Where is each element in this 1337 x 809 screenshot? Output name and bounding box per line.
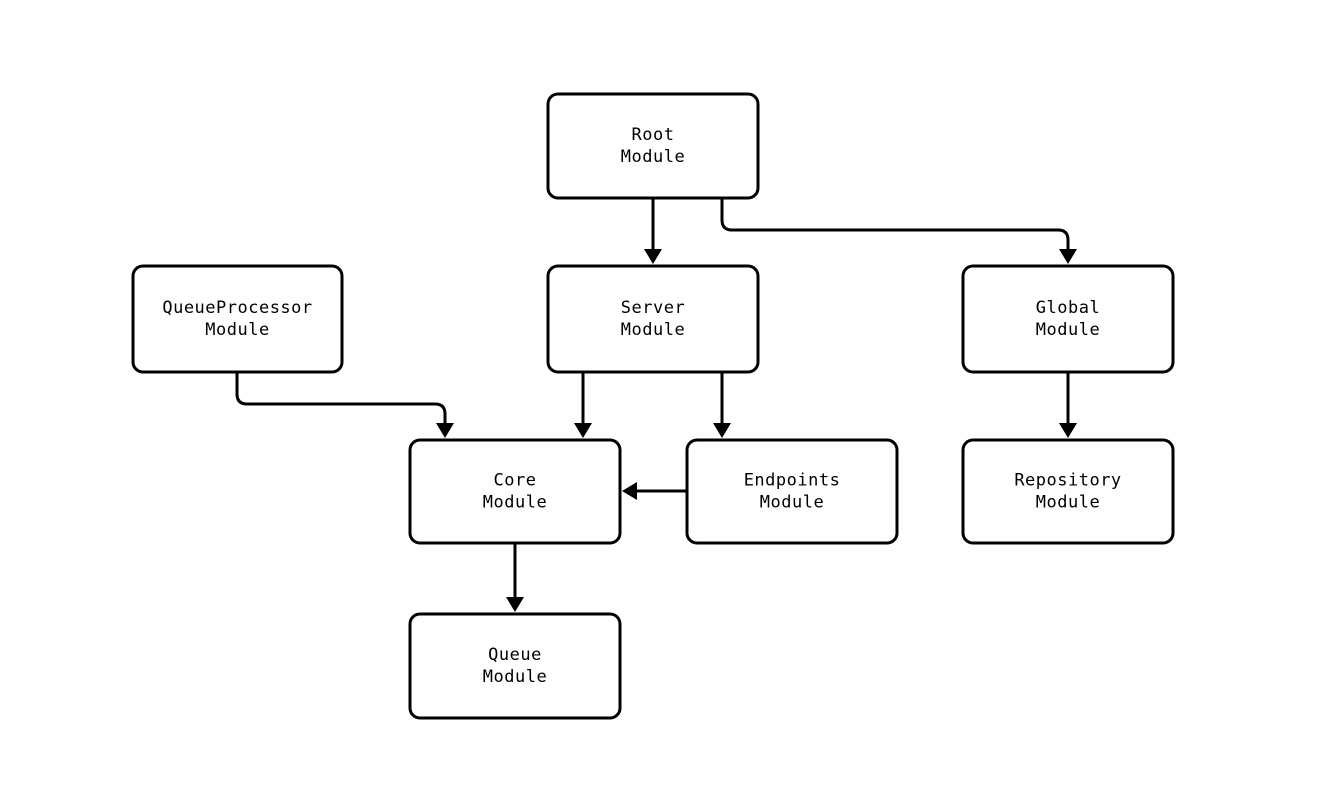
arrowhead-icon [713,423,731,438]
edge-server-to-endpoints [713,372,731,438]
edge-line [235,372,447,424]
arrowhead-icon [1059,423,1077,438]
node-box[interactable] [546,264,760,374]
node-box[interactable] [961,264,1175,374]
edge-line [720,198,1070,250]
node-label-line2: Module [760,493,824,513]
edge-core-to-queue [506,543,524,612]
node-label-line2: Module [1036,320,1100,340]
node-label-line1: Repository [1014,471,1121,491]
arrowhead-icon [574,423,592,438]
node-label-line1: Server [621,298,685,318]
node-label-line2: Module [483,667,547,687]
node-box[interactable] [546,92,760,200]
edge-server-to-core [574,372,592,438]
arrowhead-icon [622,482,637,500]
node-label-line1: QueueProcessor [162,298,312,318]
node-label-line1: Queue [488,645,542,665]
arrowhead-icon [1059,249,1077,264]
node-box[interactable] [961,438,1175,545]
edge-endpoints-to-core [622,482,687,500]
edge-queueprocessor-to-core [235,372,454,438]
node-box[interactable] [685,438,899,545]
node-label-line1: Core [494,471,537,491]
edge-global-to-repository [1059,372,1077,438]
node-label-line1: Endpoints [744,471,841,491]
node-box[interactable] [408,612,622,720]
arrowhead-icon [644,249,662,264]
node-label-line2: Module [1036,493,1100,513]
edges-layer [235,198,1077,612]
node-label-line2: Module [205,320,269,340]
edge-root-to-global [720,198,1077,264]
edge-root-to-server [644,198,662,264]
node-label-line2: Module [621,320,685,340]
node-box[interactable] [131,264,344,374]
node-label-line2: Module [483,493,547,513]
node-label-line1: Root [632,125,675,145]
node-label-line2: Module [621,147,685,167]
arrowhead-icon [506,597,524,612]
arrowhead-icon [436,423,454,438]
nodes-layer: RootModuleQueueProcessorModuleServerModu… [131,92,1175,720]
node-label-line1: Global [1036,298,1100,318]
node-box[interactable] [408,438,622,545]
